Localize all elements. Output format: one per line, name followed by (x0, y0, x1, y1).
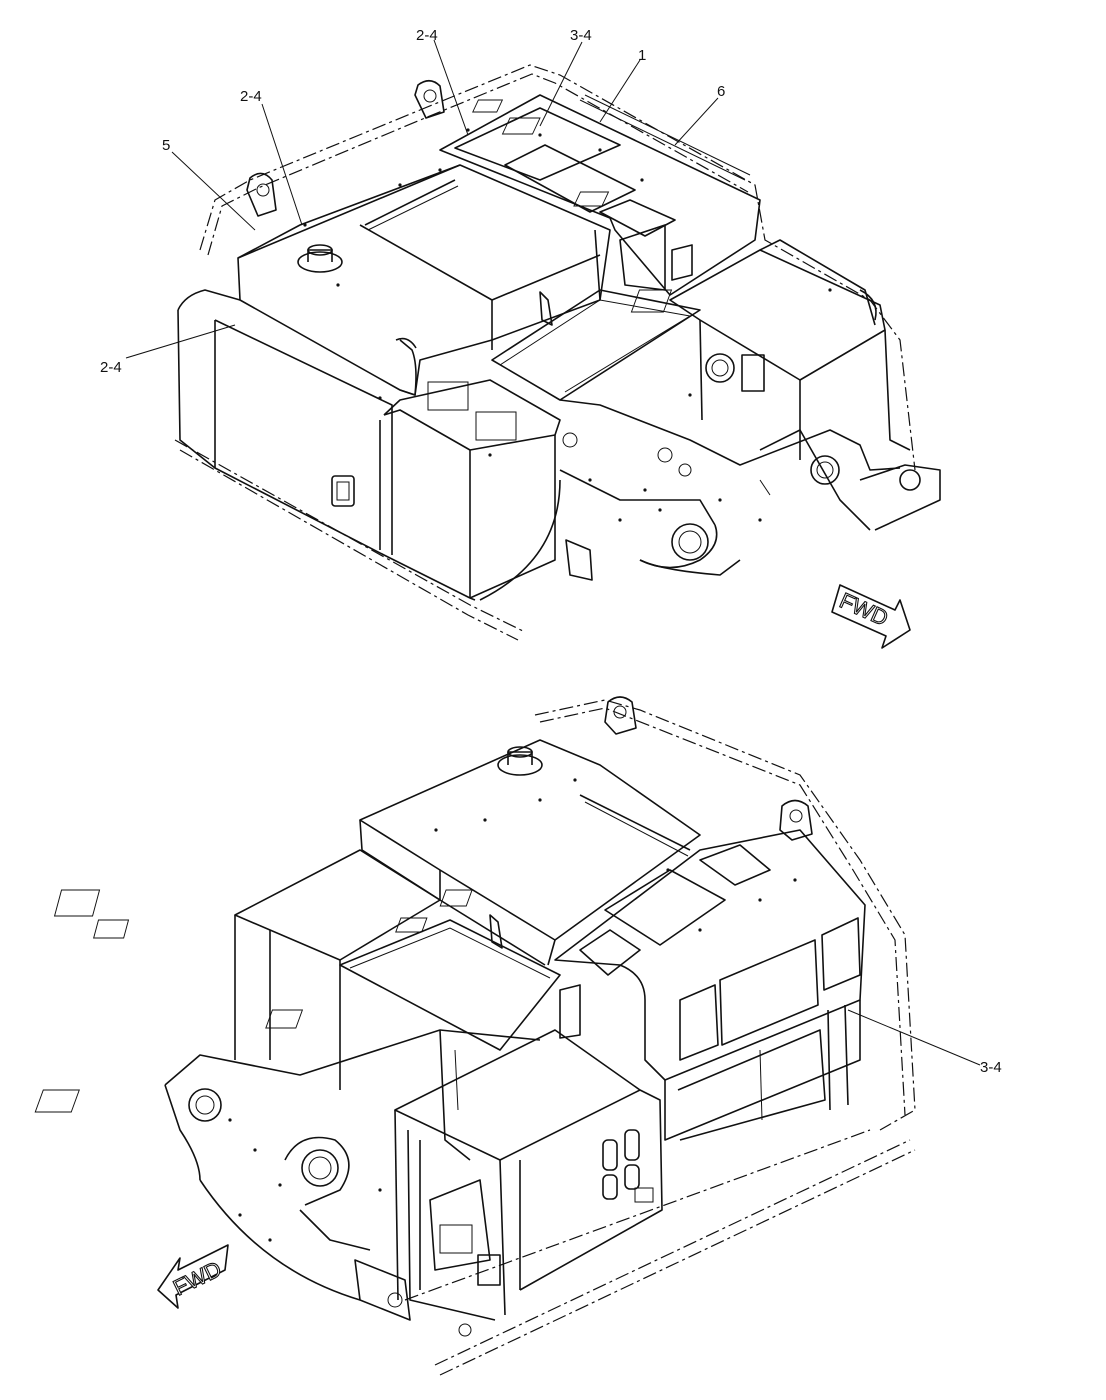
fwd-label-top: FWD (836, 588, 892, 631)
callout-2-4-top: 2-4 (416, 27, 438, 44)
lifting-eye-icon (246, 79, 445, 217)
lower-view: FWD 3-4 (34, 696, 1002, 1376)
rivet-dots (228, 778, 797, 1242)
callout-6: 6 (717, 83, 725, 100)
callout-5: 5 (162, 137, 170, 154)
fwd-arrow-icon: FWD (831, 584, 911, 649)
upper-view: FWD 2-4 3-4 1 6 2-4 5 2-4 (100, 27, 941, 649)
rivet-dots (303, 128, 832, 522)
callout-3-4-bottom: 3-4 (980, 1059, 1002, 1076)
callout-1: 1 (638, 47, 646, 64)
exhaust-stack-icon (497, 746, 543, 776)
callout-2-4-lower: 2-4 (100, 359, 122, 376)
callout-2-4-left: 2-4 (240, 88, 262, 105)
exhaust-stack-icon (297, 244, 343, 273)
fwd-arrow-icon: FWD (157, 1244, 229, 1309)
callout-3-4-top: 3-4 (570, 27, 592, 44)
lifting-eye-icon (604, 696, 813, 841)
